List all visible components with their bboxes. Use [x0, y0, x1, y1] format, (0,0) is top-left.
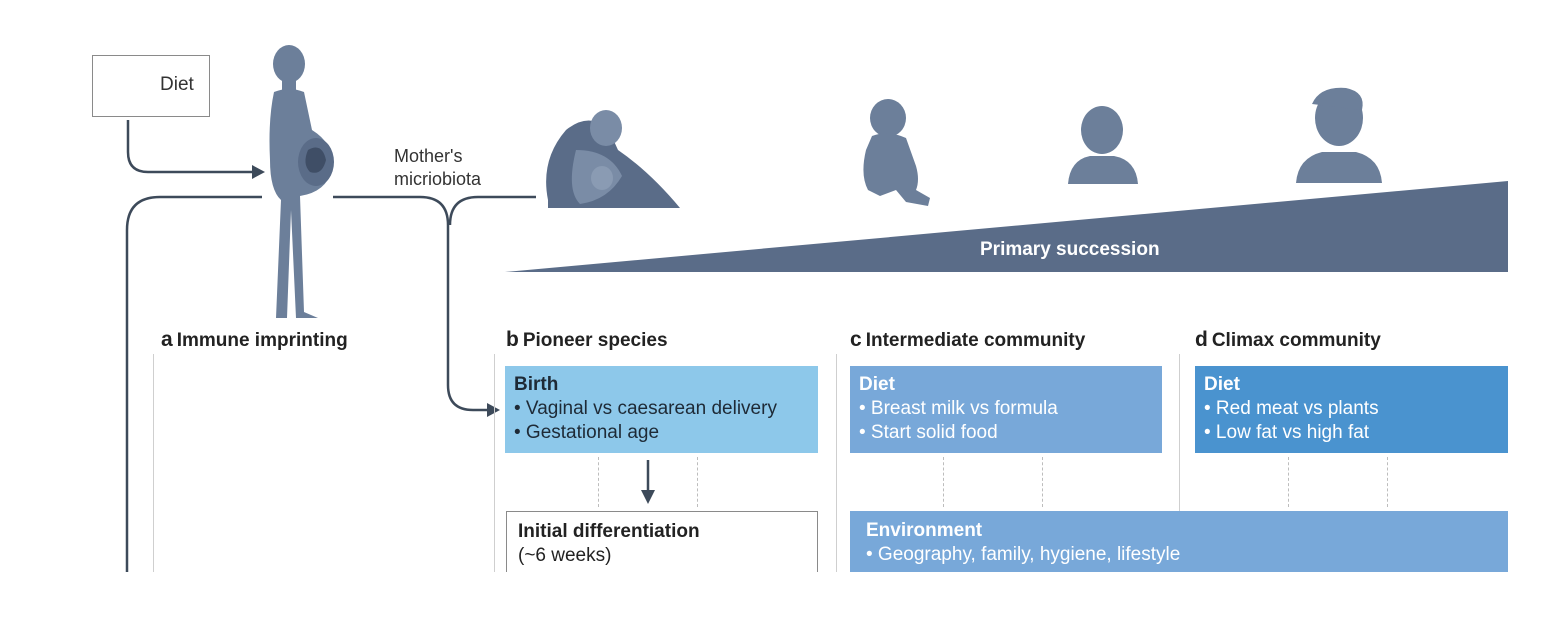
diet-card-climax-item: • Red meat vs plants	[1204, 398, 1379, 419]
initial-differentiation-heading: Initial differentiation	[518, 521, 700, 542]
birth-card-heading: Birth	[514, 374, 559, 395]
diet-to-mother-arrow	[126, 120, 255, 174]
diet-card-intermediate-item: • Breast milk vs formula	[859, 398, 1058, 419]
section-d-divider	[1179, 354, 1180, 512]
environment-heading: Environment	[866, 520, 983, 541]
birth-arrowhead	[487, 403, 500, 417]
section-b-divider	[494, 354, 495, 572]
adolescent-silhouette	[1296, 87, 1382, 183]
section-letter-d: d	[1195, 328, 1208, 351]
diet-card-climax-heading: Diet	[1204, 374, 1240, 395]
dashed-connector	[1387, 457, 1388, 507]
diet-card-intermediate-item: • Start solid food	[859, 422, 998, 443]
birth-card-item: • Gestational age	[514, 422, 660, 443]
primary-succession-label: Primary succession	[980, 239, 1160, 260]
section-label-d: Climax community	[1211, 330, 1381, 351]
diet-arrowhead	[252, 165, 265, 179]
section-label-c: Intermediate community	[865, 330, 1086, 351]
dashed-connector	[1288, 457, 1289, 507]
pregnant-woman-silhouette	[269, 45, 334, 318]
diet-card-intermediate-heading: Diet	[859, 374, 895, 395]
section-letter-b: b	[506, 328, 519, 351]
toddler-silhouette	[863, 99, 930, 206]
mother-label-line2: micriobiota	[394, 169, 482, 189]
dashed-connector	[1042, 457, 1043, 507]
section-label-b: Pioneer species	[522, 330, 668, 351]
diet-card-climax: Diet • Red meat vs plants • Low fat vs h…	[1195, 366, 1508, 453]
section-letter-a: a	[161, 328, 173, 351]
diet-box	[92, 55, 210, 117]
dashed-connector	[598, 457, 599, 507]
mother-microbiota-label: Mother's micriobiota	[394, 145, 481, 191]
dashed-connector	[943, 457, 944, 507]
bottom-crop-mask	[0, 572, 1554, 632]
immune-feedback-line	[125, 195, 262, 572]
birth-card-item: • Vaginal vs caesarean delivery	[514, 398, 777, 419]
mother-microbiota-line	[333, 195, 536, 412]
section-letter-c: c	[850, 328, 862, 351]
section-a-divider	[153, 354, 154, 572]
section-label-a: Immune imprinting	[176, 330, 348, 351]
child-silhouette	[1068, 106, 1138, 184]
mother-label-line1: Mother's	[394, 146, 463, 166]
dashed-connector	[697, 457, 698, 507]
birth-card: Birth • Vaginal vs caesarean delivery • …	[505, 366, 818, 453]
breastfeeding-mother-silhouette	[546, 110, 680, 208]
environment-item: • Geography, family, hygiene, lifestyle	[866, 544, 1181, 565]
section-c-divider	[836, 354, 837, 572]
diet-label: Diet	[160, 74, 194, 95]
diet-card-climax-item: • Low fat vs high fat	[1204, 422, 1370, 443]
initial-differentiation-duration: (~6 weeks)	[518, 545, 612, 566]
diet-card-intermediate: Diet • Breast milk vs formula • Start so…	[850, 366, 1162, 453]
birth-to-initial-arrowhead	[641, 490, 655, 504]
primary-succession-wedge	[505, 181, 1508, 272]
